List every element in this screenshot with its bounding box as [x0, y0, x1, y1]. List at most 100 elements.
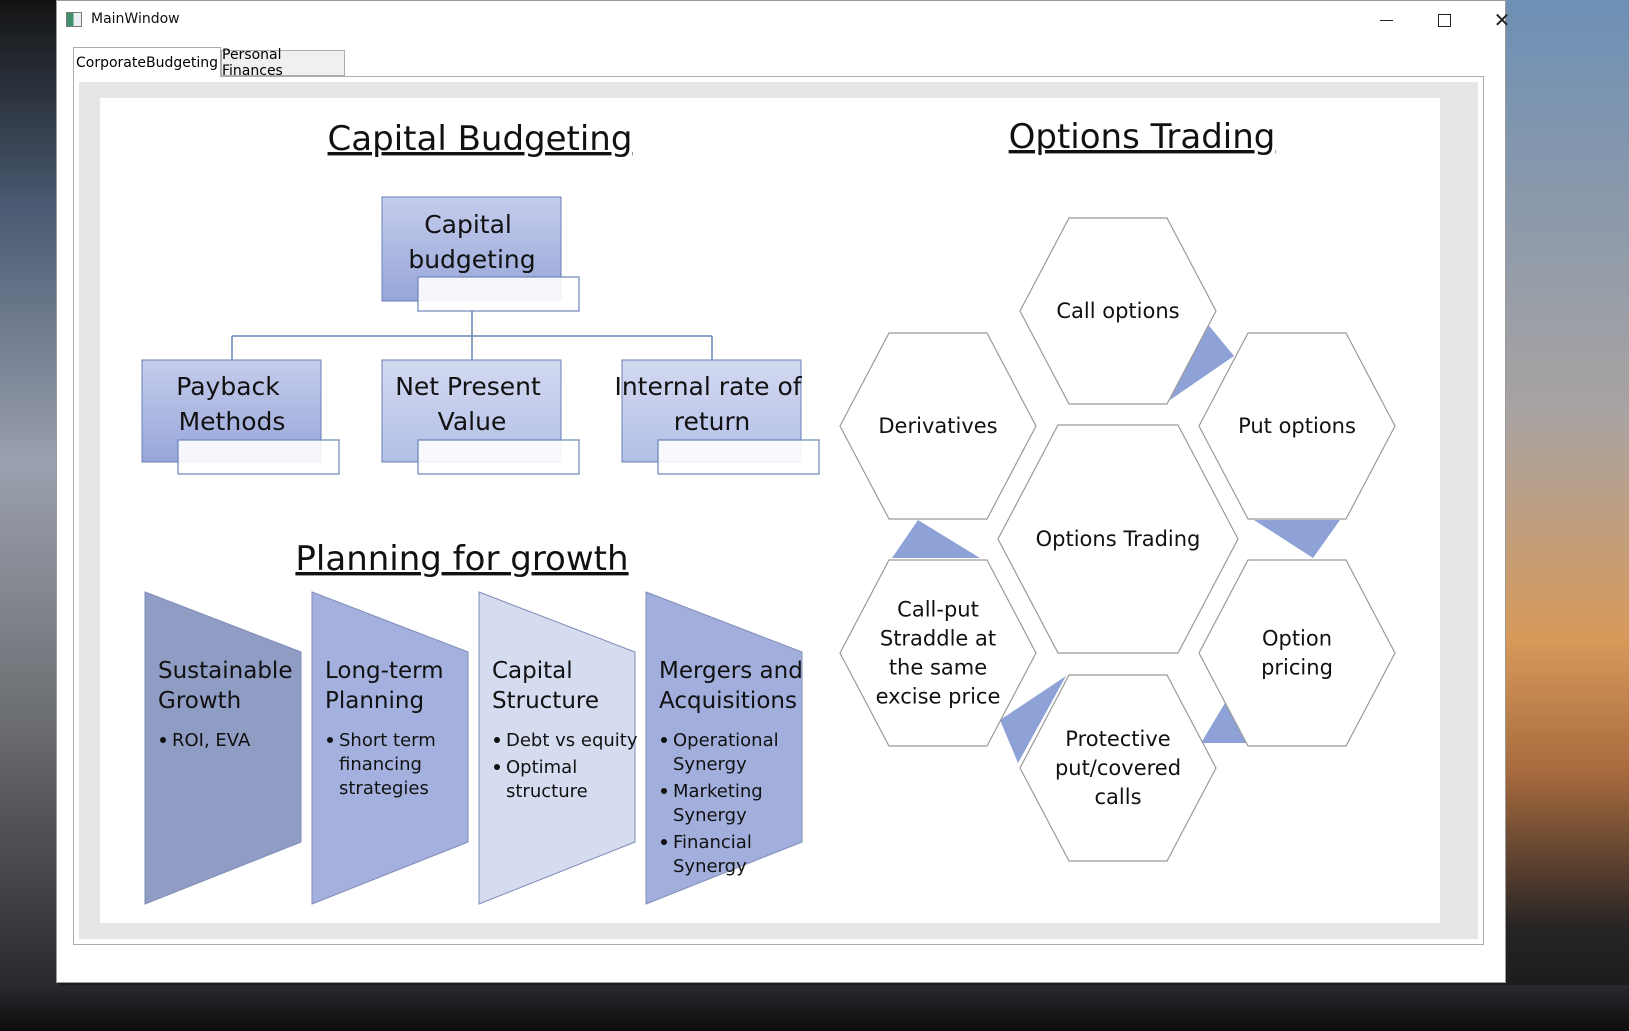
funnel-shape: [144, 591, 302, 905]
hexagon-label-line: calls: [1094, 785, 1141, 809]
bullet-dot: [661, 737, 667, 743]
funnel-bullet-text: ROI, EVA: [172, 730, 251, 751]
funnel-4: Mergers andAcquisitionsOperationalSynerg…: [645, 591, 803, 905]
slide-graphic: Capital Budgeting Options Trading Planni…: [141, 117, 1396, 905]
hexagon-shape: [997, 424, 1239, 654]
net-present-value-label: Net Present Value: [395, 372, 549, 436]
funnel-shape: [645, 591, 803, 905]
funnel-bullet-text: structure: [506, 781, 588, 802]
put-options-hexagon: Put options: [1198, 332, 1396, 520]
close-button[interactable]: ✕: [1473, 1, 1531, 39]
minimize-button[interactable]: [1357, 1, 1415, 39]
hexagon-label-line: Call-put: [897, 598, 979, 622]
hexagon-label-line: Options Trading: [1036, 527, 1201, 551]
funnel-title-line: Capital: [492, 658, 573, 684]
desktop-background-left: [0, 0, 60, 1031]
hexagon-shape: [1198, 332, 1396, 520]
hexagon-shape: [839, 559, 1037, 747]
hexagon-label-line: the same: [889, 656, 987, 680]
hexagon-label-line: Straddle at: [880, 627, 996, 651]
title-bar[interactable]: MainWindow ✕: [57, 1, 1510, 39]
options-trading-center-hexagon: Options Trading: [997, 424, 1239, 654]
bullet-dot: [327, 737, 333, 743]
main-window: MainWindow ✕ CorporateBudgeting Personal…: [56, 0, 1510, 983]
hexagon-label-line: Derivatives: [878, 414, 997, 438]
desktop-background-right: [1505, 0, 1629, 1031]
bullet-dot: [661, 839, 667, 845]
hexagon-label-line: Option: [1262, 627, 1332, 651]
maximize-button[interactable]: [1415, 1, 1473, 39]
payback-methods-label: Payback Methods: [176, 372, 287, 436]
hexagon-label-line: put/covered: [1055, 756, 1181, 780]
net-present-value-sub-label: [417, 439, 580, 475]
capital-budgeting-heading: Capital Budgeting: [328, 119, 633, 159]
close-icon: ✕: [1493, 8, 1511, 32]
funnel-bullet-text: Short term: [339, 730, 436, 751]
funnel-bullet-text: Synergy: [673, 805, 747, 826]
funnel-title-line: Planning: [325, 688, 424, 714]
hexagon-shape: [1198, 559, 1396, 747]
hexagon-label-line: pricing: [1261, 656, 1333, 680]
call-options-hexagon: Call options: [1019, 217, 1217, 405]
root-box-label: Capital budgeting: [408, 210, 535, 274]
derivatives-hexagon: Derivatives: [839, 332, 1037, 520]
funnel-bullet-text: financing: [339, 754, 422, 775]
hexagon-shape: [839, 332, 1037, 520]
root-box-sub-label: [417, 276, 580, 312]
minimize-icon: [1379, 19, 1393, 21]
net-present-value-box: Net Present Value: [381, 359, 580, 475]
funnel-bullet-text: Financial: [673, 832, 752, 853]
hexagon-shape: [1019, 674, 1217, 862]
funnel-title-line: Structure: [492, 688, 599, 714]
bullet-dot: [661, 788, 667, 794]
tab-personal-finances[interactable]: Personal Finances: [221, 47, 345, 79]
tab-corporate-budgeting[interactable]: CorporateBudgeting: [73, 47, 221, 77]
hexagon-label-line: Protective: [1065, 727, 1170, 751]
hexagon-connector-arrow: [1254, 520, 1340, 558]
options-trading-heading: Options Trading: [1009, 117, 1276, 157]
bullet-dot: [494, 764, 500, 770]
planning-for-growth-heading: Planning for growth: [295, 539, 628, 579]
image-frame: Capital Budgeting Options Trading Planni…: [79, 82, 1478, 939]
funnel-title-line: Growth: [158, 688, 241, 714]
tab-content-panel: Capital Budgeting Options Trading Planni…: [73, 76, 1484, 945]
desktop-background-bottom: [0, 985, 1629, 1031]
maximize-icon: [1437, 13, 1451, 27]
funnel-bullet-text: Synergy: [673, 856, 747, 877]
bullet-dot: [160, 737, 166, 743]
funnel-bullet-text: Debt vs equity: [506, 730, 638, 751]
protective-put-hexagon: Protective put/covered calls: [1019, 674, 1217, 862]
corporate-budgeting-slide: Capital Budgeting Options Trading Planni…: [100, 98, 1440, 923]
org-chart-connectors: [231, 310, 713, 360]
funnel-bullet-text: Optimal: [506, 757, 577, 778]
bullet-dot: [494, 737, 500, 743]
capital-budgeting-root-box: Capital budgeting: [381, 196, 580, 312]
hexagon-label-line: Call options: [1056, 299, 1179, 323]
hexagon-connector-arrow: [892, 520, 980, 558]
internal-rate-of-return-sub-label: [657, 439, 820, 475]
funnel-title-line: Acquisitions: [659, 688, 797, 714]
funnel-bullet-text: strategies: [339, 778, 429, 799]
hexagon-connector-arrow: [1167, 316, 1234, 402]
payback-methods-sub-label: [177, 439, 340, 475]
window-title: MainWindow: [91, 11, 180, 27]
hexagon-label-line: excise price: [876, 685, 1001, 709]
internal-rate-of-return-box: Internal rate of return: [614, 359, 820, 475]
hexagon-shape: [1019, 217, 1217, 405]
funnel-title-line: Sustainable: [158, 658, 292, 684]
payback-methods-box: Payback Methods: [141, 359, 340, 475]
hexagon-connector-arrow: [1000, 676, 1066, 763]
funnel-shape: [311, 591, 469, 905]
app-window-icon: [66, 12, 82, 27]
funnel-shape: [478, 591, 636, 905]
option-pricing-hexagon: Option pricing: [1198, 559, 1396, 747]
internal-rate-of-return-label: Internal rate of return: [614, 372, 809, 436]
funnel-title-line: Mergers and: [659, 658, 803, 684]
funnel-bullet-text: Synergy: [673, 754, 747, 775]
